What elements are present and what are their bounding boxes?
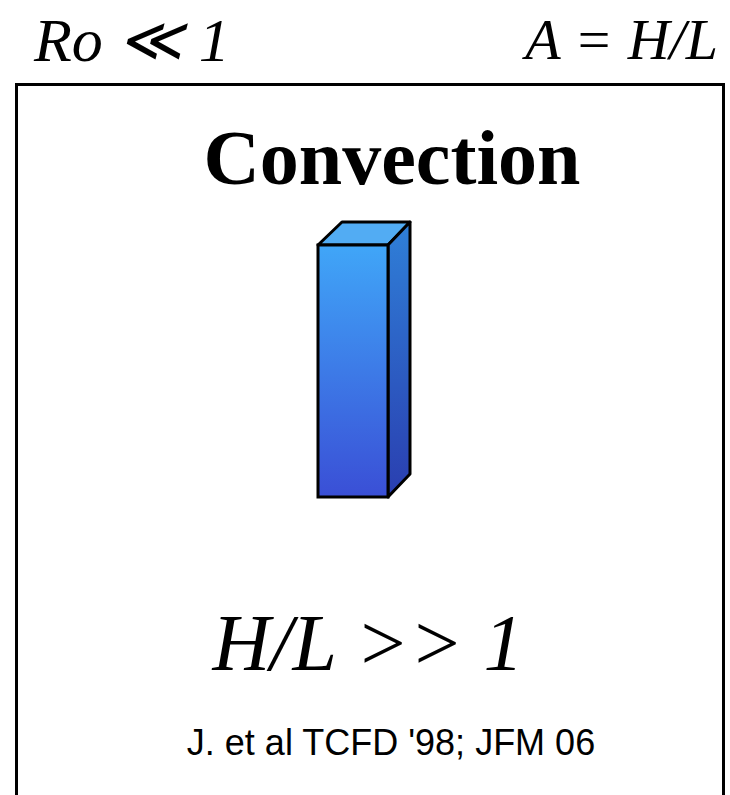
regime-panel: ConvectionH/L >> 1 J. et al TCFD '98; JFM…: [15, 83, 725, 795]
aspect-ratio-definition: A = H/L: [525, 8, 718, 72]
prism-front: [318, 245, 388, 497]
aspect-ratio: H/L >> 1: [212, 599, 523, 687]
heading: Convection: [204, 115, 581, 201]
rossby-number: Ro ≪ 1: [34, 6, 230, 74]
citation: J. et al TCFD '98; JFM 06: [187, 723, 595, 763]
prism-side: [388, 222, 410, 497]
